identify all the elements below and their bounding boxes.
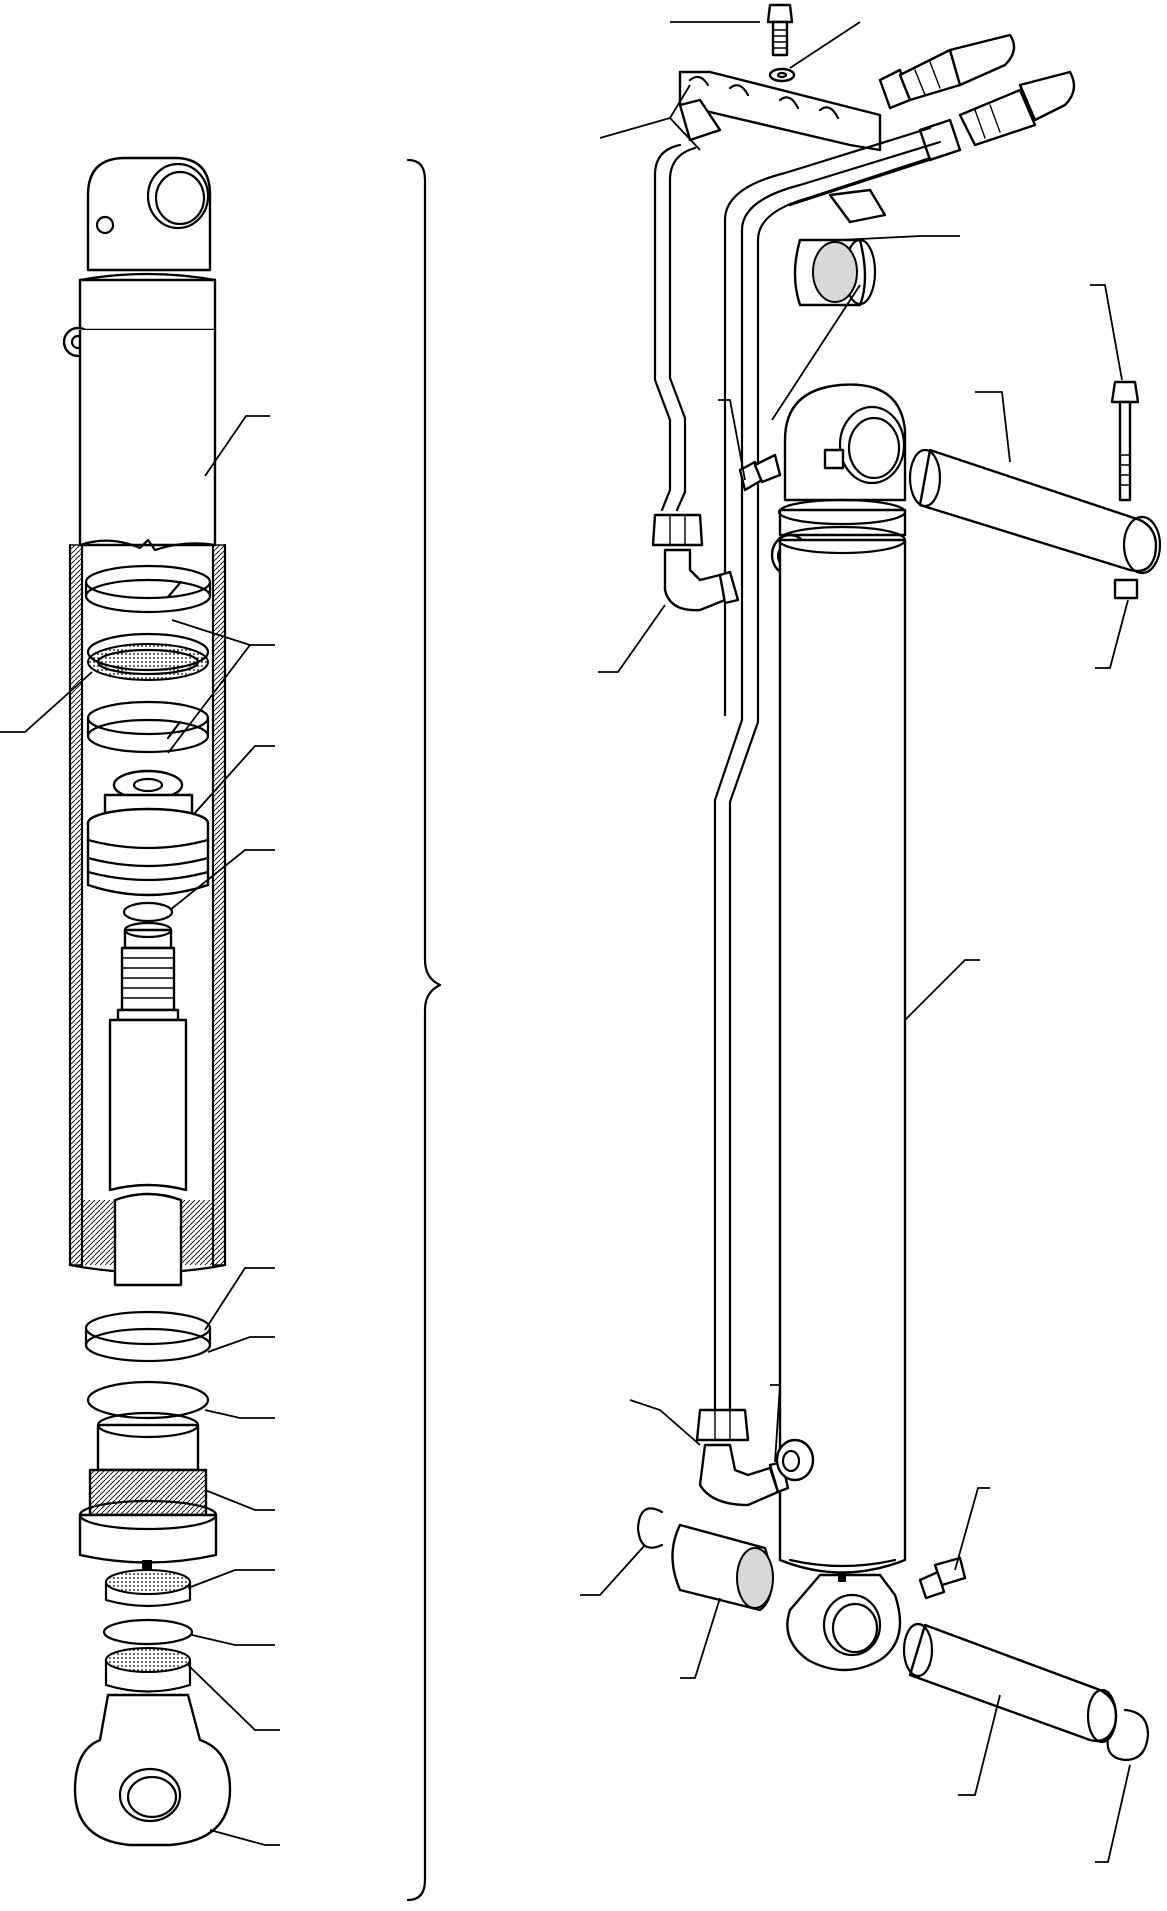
pivot-pin-lower: [902, 1622, 1118, 1796]
rod-seal-set: [102, 1569, 194, 1693]
elbow-fitting-upper: [598, 548, 740, 673]
grease-nipple-lower: [918, 1487, 990, 1600]
hydraulic-pipe-upper: [653, 143, 697, 512]
grease-nipple-upper: [718, 399, 782, 492]
section-brace: [406, 158, 442, 1902]
clamp-washer: [768, 21, 861, 83]
rod-eye-lower: [786, 1572, 902, 1672]
piston: [86, 769, 210, 897]
adapter-lower: [770, 1384, 815, 1482]
pipe-clamp: [599, 70, 887, 224]
cylinder-body: [777, 383, 980, 1574]
wear-ring-lower: [86, 700, 210, 754]
piston-seal: [86, 632, 210, 681]
rod-wiper-ring: [84, 1310, 212, 1363]
circlip-lower-right: [1095, 1708, 1150, 1863]
clamp-bolt: [670, 3, 794, 57]
rod-o-ring: [86, 1380, 210, 1420]
piston-o-ring: [122, 901, 174, 923]
pin-retaining-bolt: [1090, 284, 1140, 502]
pipe-nut-upper: [651, 513, 704, 547]
hose-connector-lower: [918, 70, 1076, 162]
piston-rod: [108, 921, 188, 1287]
pipe-nut-lower: [629, 1399, 750, 1446]
gland-nut: [78, 1411, 218, 1570]
hose-connector-upper: [878, 33, 1016, 110]
pivot-bushing-upper: [771, 235, 960, 421]
circlip-lower-left: [580, 1507, 664, 1596]
pivot-bushing-lower: [671, 1523, 774, 1679]
left-leaders: [0, 415, 280, 1846]
pin-nut: [1095, 578, 1139, 669]
wear-ring-upper: [84, 564, 212, 614]
rod-eye: [73, 1693, 232, 1847]
pivot-pin-upper: [908, 391, 1162, 575]
